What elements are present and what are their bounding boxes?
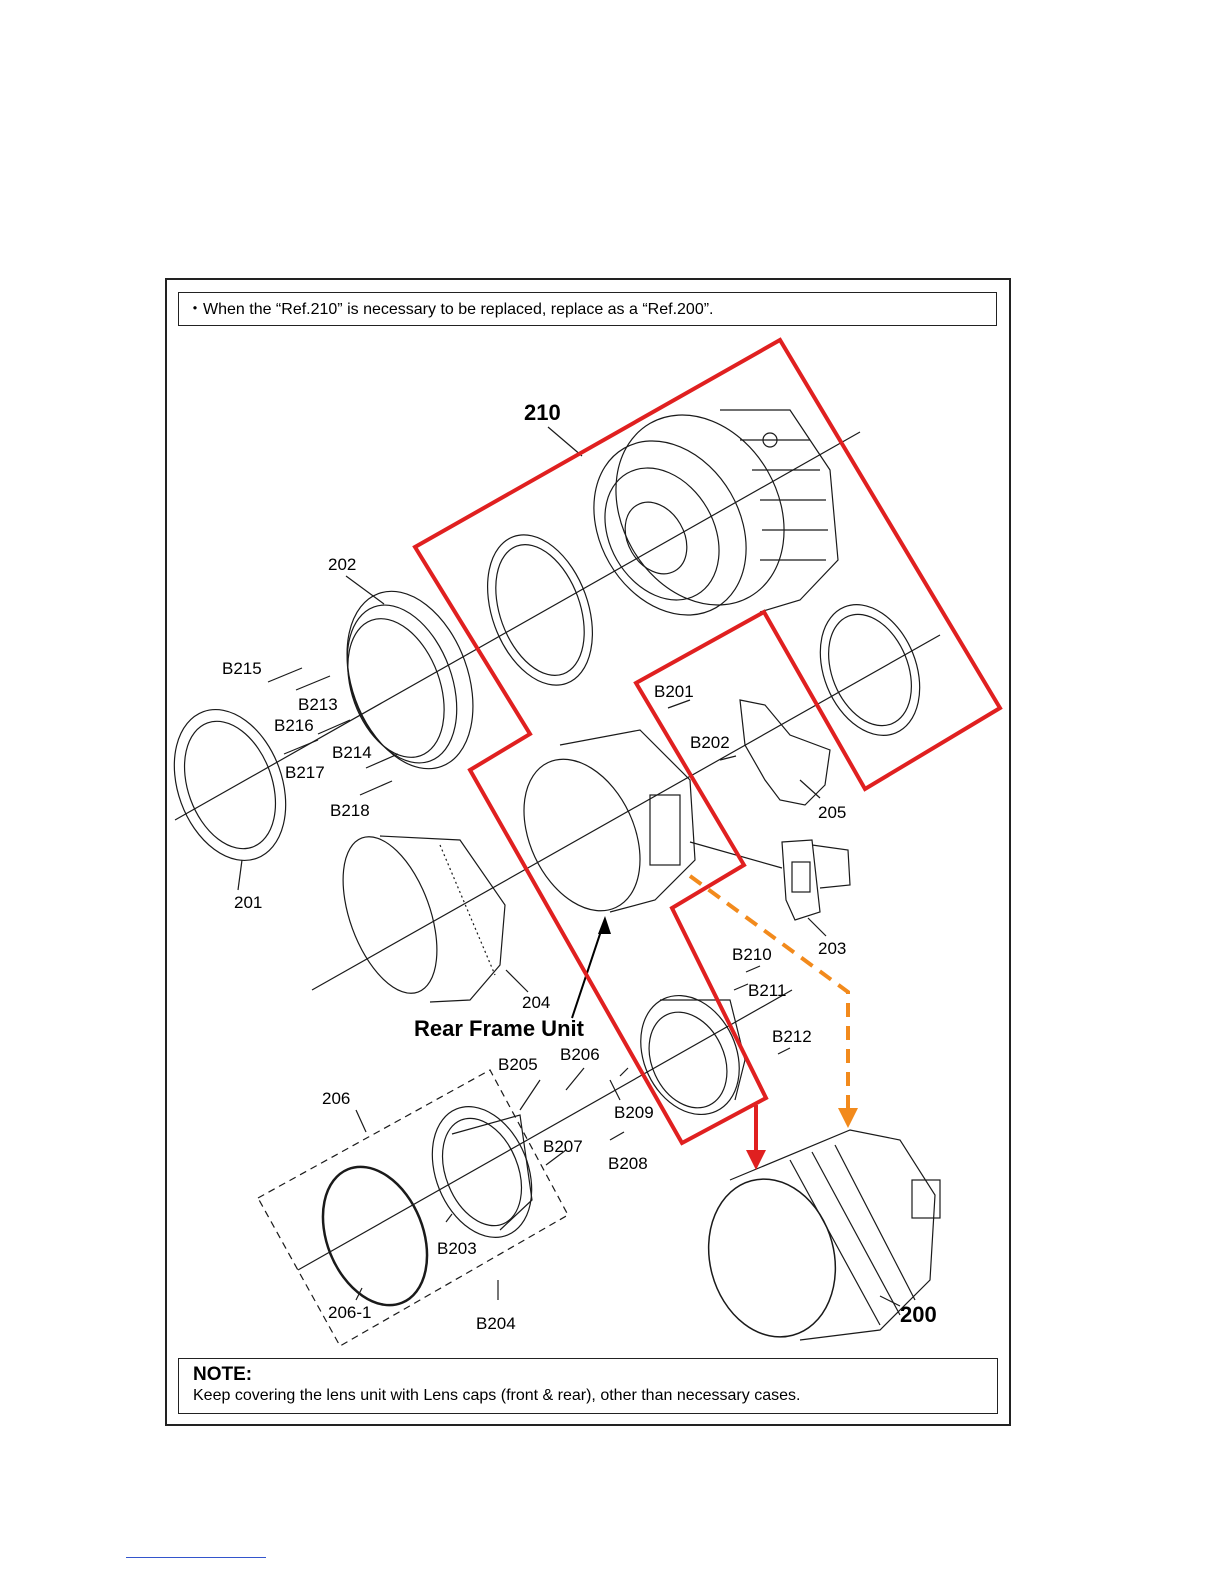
label-B205: B205 (498, 1055, 538, 1074)
label-B206: B206 (560, 1045, 600, 1064)
axis-line-2 (311, 634, 941, 991)
note-body: Keep covering the lens unit with Lens ca… (193, 1387, 801, 1404)
label-205: 205 (818, 803, 846, 822)
part-203-switch (781, 839, 851, 921)
top-note: ・When the “Ref.210” is necessary to be r… (178, 292, 997, 326)
leader-lines (237, 426, 901, 1307)
axis-line-3 (297, 989, 793, 1271)
part-205-bracket (739, 699, 831, 806)
part-206-group-box (257, 1069, 569, 1347)
part-206-mount-plate (431, 1106, 533, 1238)
red-arrow (746, 1105, 766, 1170)
label-204: 204 (522, 993, 550, 1012)
orange-replace-path (688, 874, 858, 1128)
label-210: 210 (524, 400, 561, 425)
label-rear-frame-unit: Rear Frame Unit (414, 1016, 585, 1041)
part-200-lens-assembly (707, 1129, 941, 1341)
top-note-text: ・When the “Ref.210” is necessary to be r… (187, 301, 714, 318)
label-B216: B216 (274, 716, 314, 735)
label-B218: B218 (330, 801, 370, 820)
label-B201: B201 (654, 682, 694, 701)
label-B203: B203 (437, 1239, 477, 1258)
label-200: 200 (900, 1302, 937, 1327)
rear-frame-arrow (571, 916, 611, 1019)
label-B209: B209 (614, 1103, 654, 1122)
part-210-rear-gasket (819, 604, 921, 736)
label-B204: B204 (476, 1314, 516, 1333)
label-B202: B202 (690, 733, 730, 752)
label-B207: B207 (543, 1137, 583, 1156)
label-203: 203 (818, 939, 846, 958)
label-201: 201 (234, 893, 262, 912)
axis-line-1 (174, 431, 861, 821)
part-210-front-ring (486, 534, 594, 686)
label-B212: B212 (772, 1027, 812, 1046)
part-204-rubber-ring (342, 835, 506, 1003)
part-202-ring (346, 590, 474, 770)
label-202: 202 (328, 555, 356, 574)
note-title: NOTE: (193, 1364, 253, 1385)
label-B208: B208 (608, 1154, 648, 1173)
callout-210-outline (412, 337, 1003, 1146)
part-206-1-ring (321, 1165, 429, 1307)
bottom-note: NOTE: Keep covering the lens unit with L… (178, 1358, 998, 1414)
label-B211: B211 (748, 981, 786, 1000)
label-B215: B215 (222, 659, 262, 678)
label-B217: B217 (285, 763, 325, 782)
label-B210: B210 (732, 945, 772, 964)
part-201-ring (173, 708, 287, 862)
label-B213: B213 (298, 695, 338, 714)
part-210-lens-unit (593, 409, 839, 616)
footer-link-underline (126, 1557, 266, 1558)
diagram-frame (165, 278, 1011, 1426)
label-B214: B214 (332, 743, 372, 762)
screw-set (267, 667, 791, 1300)
label-206: 206 (322, 1089, 350, 1108)
label-206-1: 206-1 (328, 1303, 371, 1322)
part-rear-mount (640, 994, 746, 1116)
part-rear-frame-unit (523, 729, 696, 913)
